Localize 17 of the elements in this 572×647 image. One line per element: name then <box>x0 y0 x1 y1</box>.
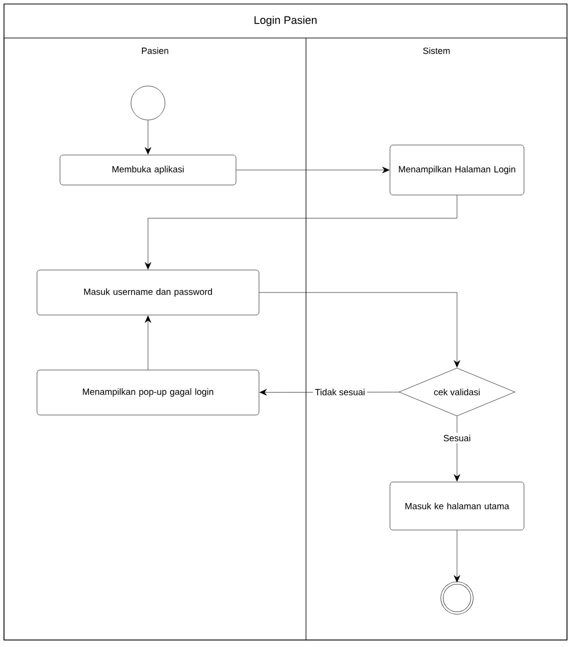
activity-box: Masuk ke halaman utama <box>390 482 524 530</box>
end-node <box>440 582 474 614</box>
activity-box: Masuk username dan password <box>36 270 260 316</box>
edge-label: Tidak sesuai <box>312 386 368 398</box>
arrow <box>454 416 460 482</box>
arrow <box>144 120 152 154</box>
activity-box: Menampilkan pop-up gagal login <box>36 370 260 416</box>
diagram-title: Login Pasien <box>254 16 317 26</box>
activity-box: Menampilkan Halaman Login <box>390 144 524 196</box>
activity-box: Membuka aplikasi <box>60 154 236 186</box>
edge-label: Sesuai <box>441 432 473 444</box>
arrow <box>236 166 390 174</box>
arrow <box>454 530 460 582</box>
start-node <box>130 86 166 120</box>
arrow <box>144 195 458 270</box>
arrow <box>144 316 152 370</box>
arrow <box>259 292 460 368</box>
